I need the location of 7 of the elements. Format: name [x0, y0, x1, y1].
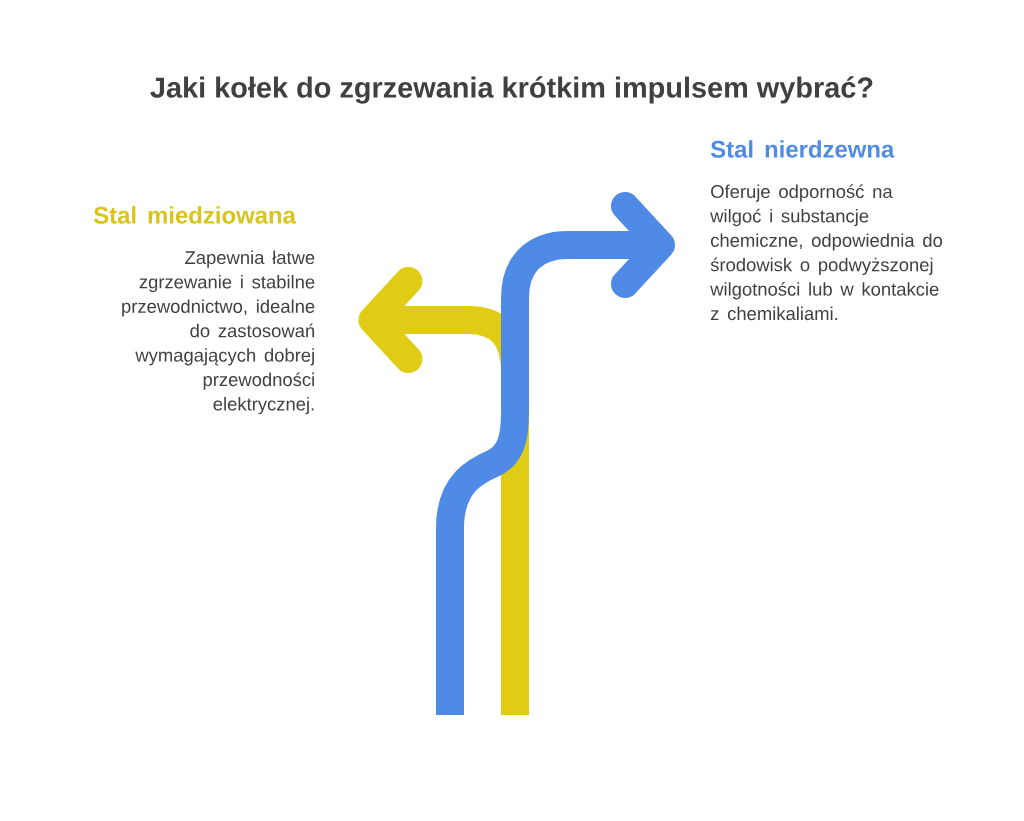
- arrow: [358, 267, 529, 715]
- description: Zapewnia łatwe zgrzewanie i stabilne przewodnictwo, idealne do zastosowań wymagających dobrej przewodności elektrycznej.: [122, 250, 315, 415]
- heading: Stal miedziowana: [93, 206, 297, 224]
- title: Jaki kołek do zgrzewania krótkim impulsem wybrać?: [150, 76, 873, 104]
- description: Oferuje odporność na wilgoć i substancje chemiczne, odpowiednia do środowisk o podwyższonej wilgotności lub w kontakcie z chemikaliami.: [710, 184, 943, 321]
- heading: Stal nierdzewna: [710, 140, 895, 158]
- arrow: [436, 192, 675, 715]
